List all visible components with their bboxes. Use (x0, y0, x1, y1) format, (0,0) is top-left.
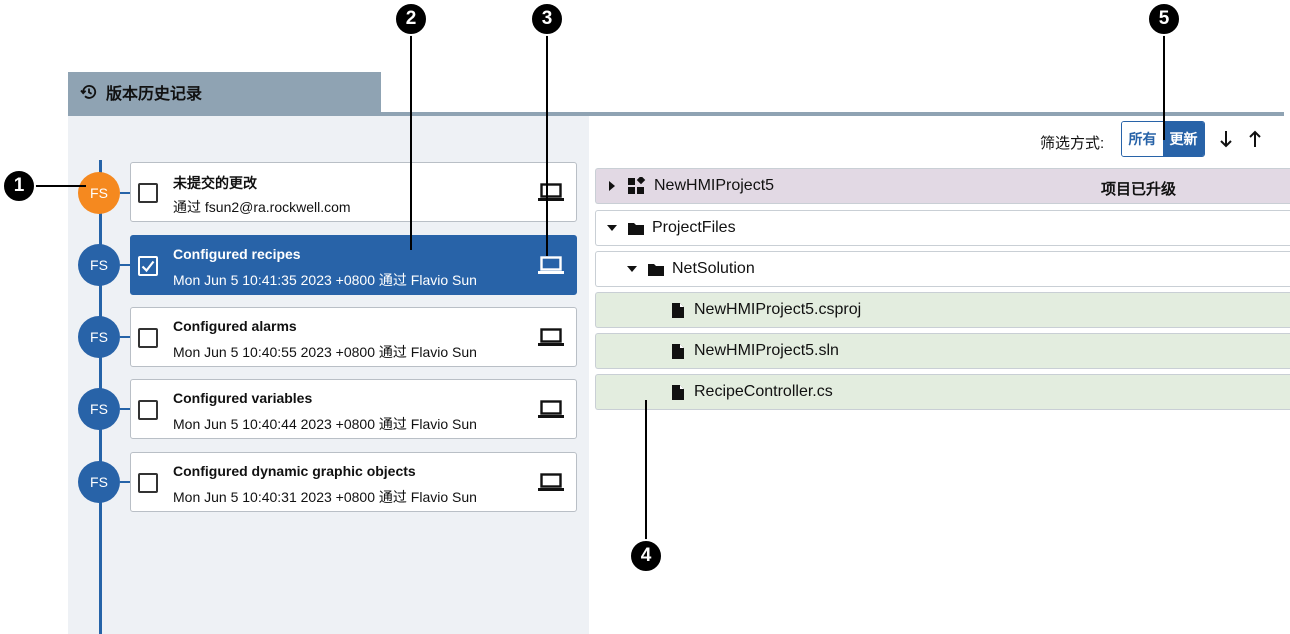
filter-toggle-group: 所有 更新 (1121, 121, 1205, 157)
checkmark-icon (141, 260, 155, 273)
commit-title: Configured alarms (173, 318, 297, 334)
callout-line (546, 34, 548, 256)
project-status: 项目已升级 (1101, 181, 1177, 198)
laptop-icon (538, 183, 564, 201)
commit-checkbox[interactable] (138, 400, 158, 420)
callout-badge: 5 (1147, 2, 1181, 36)
tree-label: NetSolution (672, 260, 755, 277)
callout-line (1163, 34, 1165, 140)
tree-label: NewHMIProject5.csproj (694, 301, 862, 318)
tree-row-file[interactable]: NewHMIProject5.csproj (595, 292, 1290, 328)
tab-underline (68, 112, 1284, 116)
timeline-connector (120, 192, 130, 194)
tree-label: RecipeController.cs (694, 383, 833, 400)
commit-item-configured-recipes[interactable]: Configured recipes Mon Jun 5 10:41:35 20… (130, 235, 577, 295)
tree-row-folder[interactable]: ProjectFiles (595, 210, 1290, 246)
avatar: FS (78, 172, 120, 214)
tree-row-file[interactable]: RecipeController.cs (595, 374, 1290, 410)
callout-badge: 4 (629, 539, 663, 573)
commit-checkbox[interactable] (138, 183, 158, 203)
expand-right-icon[interactable] (607, 180, 617, 192)
callout-line (34, 185, 86, 187)
timeline-connector (120, 336, 130, 338)
callout-badge: 3 (530, 2, 564, 36)
timeline-connector (120, 481, 130, 483)
filter-label: 筛选方式: (1040, 135, 1105, 152)
laptop-icon (538, 400, 564, 418)
tree-row-folder[interactable]: NetSolution (595, 251, 1290, 287)
commit-subtitle: Mon Jun 5 10:40:44 2023 +0800 通过 Flavio … (173, 416, 477, 432)
callout-line (410, 34, 412, 250)
callout-badge: 2 (394, 2, 428, 36)
laptop-icon (538, 256, 564, 274)
commit-subtitle: Mon Jun 5 10:40:31 2023 +0800 通过 Flavio … (173, 489, 477, 505)
file-icon (672, 384, 684, 400)
expand-down-icon[interactable] (626, 264, 638, 274)
avatar: FS (78, 244, 120, 286)
laptop-icon (538, 473, 564, 491)
tree-label: NewHMIProject5.sln (694, 342, 839, 359)
history-icon (80, 83, 98, 101)
filter-all-button[interactable]: 所有 (1122, 122, 1163, 156)
commit-title: 未提交的更改 (173, 175, 257, 191)
avatar: FS (78, 388, 120, 430)
commit-subtitle: Mon Jun 5 10:41:35 2023 +0800 通过 Flavio … (173, 272, 477, 288)
tab-version-history[interactable]: 版本历史记录 (68, 72, 381, 112)
callout-badge: 1 (2, 169, 36, 203)
commit-title: Configured dynamic graphic objects (173, 463, 416, 479)
tree-label: ProjectFiles (652, 219, 736, 236)
folder-icon (648, 263, 664, 276)
commit-item-configured-alarms[interactable]: Configured alarms Mon Jun 5 10:40:55 202… (130, 307, 577, 367)
timeline-connector (120, 408, 130, 410)
file-icon (672, 343, 684, 359)
commit-subtitle: Mon Jun 5 10:40:55 2023 +0800 通过 Flavio … (173, 344, 477, 360)
file-icon (672, 302, 684, 318)
commit-checkbox[interactable] (138, 256, 158, 276)
commit-subtitle: 通过 fsun2@ra.rockwell.com (173, 199, 351, 215)
tree-label: NewHMIProject5 (654, 177, 775, 194)
commit-item-configured-dynamic-graphic-objects[interactable]: Configured dynamic graphic objects Mon J… (130, 452, 577, 512)
avatar: FS (78, 461, 120, 503)
project-icon (628, 177, 646, 194)
sort-ascending-icon[interactable] (1248, 130, 1262, 148)
commit-checkbox[interactable] (138, 328, 158, 348)
commit-title: Configured variables (173, 390, 313, 406)
sort-descending-icon[interactable] (1219, 130, 1233, 148)
timeline-connector (120, 264, 130, 266)
filter-updated-button[interactable]: 更新 (1163, 122, 1204, 156)
expand-down-icon[interactable] (606, 223, 618, 233)
tree-row-project[interactable]: NewHMIProject5 项目已升级 (595, 168, 1290, 204)
commit-checkbox[interactable] (138, 473, 158, 493)
tab-label: 版本历史记录 (106, 86, 203, 103)
folder-icon (628, 222, 644, 235)
tree-row-file[interactable]: NewHMIProject5.sln (595, 333, 1290, 369)
callout-line (645, 400, 647, 542)
commit-title: Configured recipes (173, 246, 301, 262)
laptop-icon (538, 328, 564, 346)
commit-item-configured-variables[interactable]: Configured variables Mon Jun 5 10:40:44 … (130, 379, 577, 439)
avatar: FS (78, 316, 120, 358)
commit-item-uncommitted[interactable]: 未提交的更改 通过 fsun2@ra.rockwell.com (130, 162, 577, 222)
